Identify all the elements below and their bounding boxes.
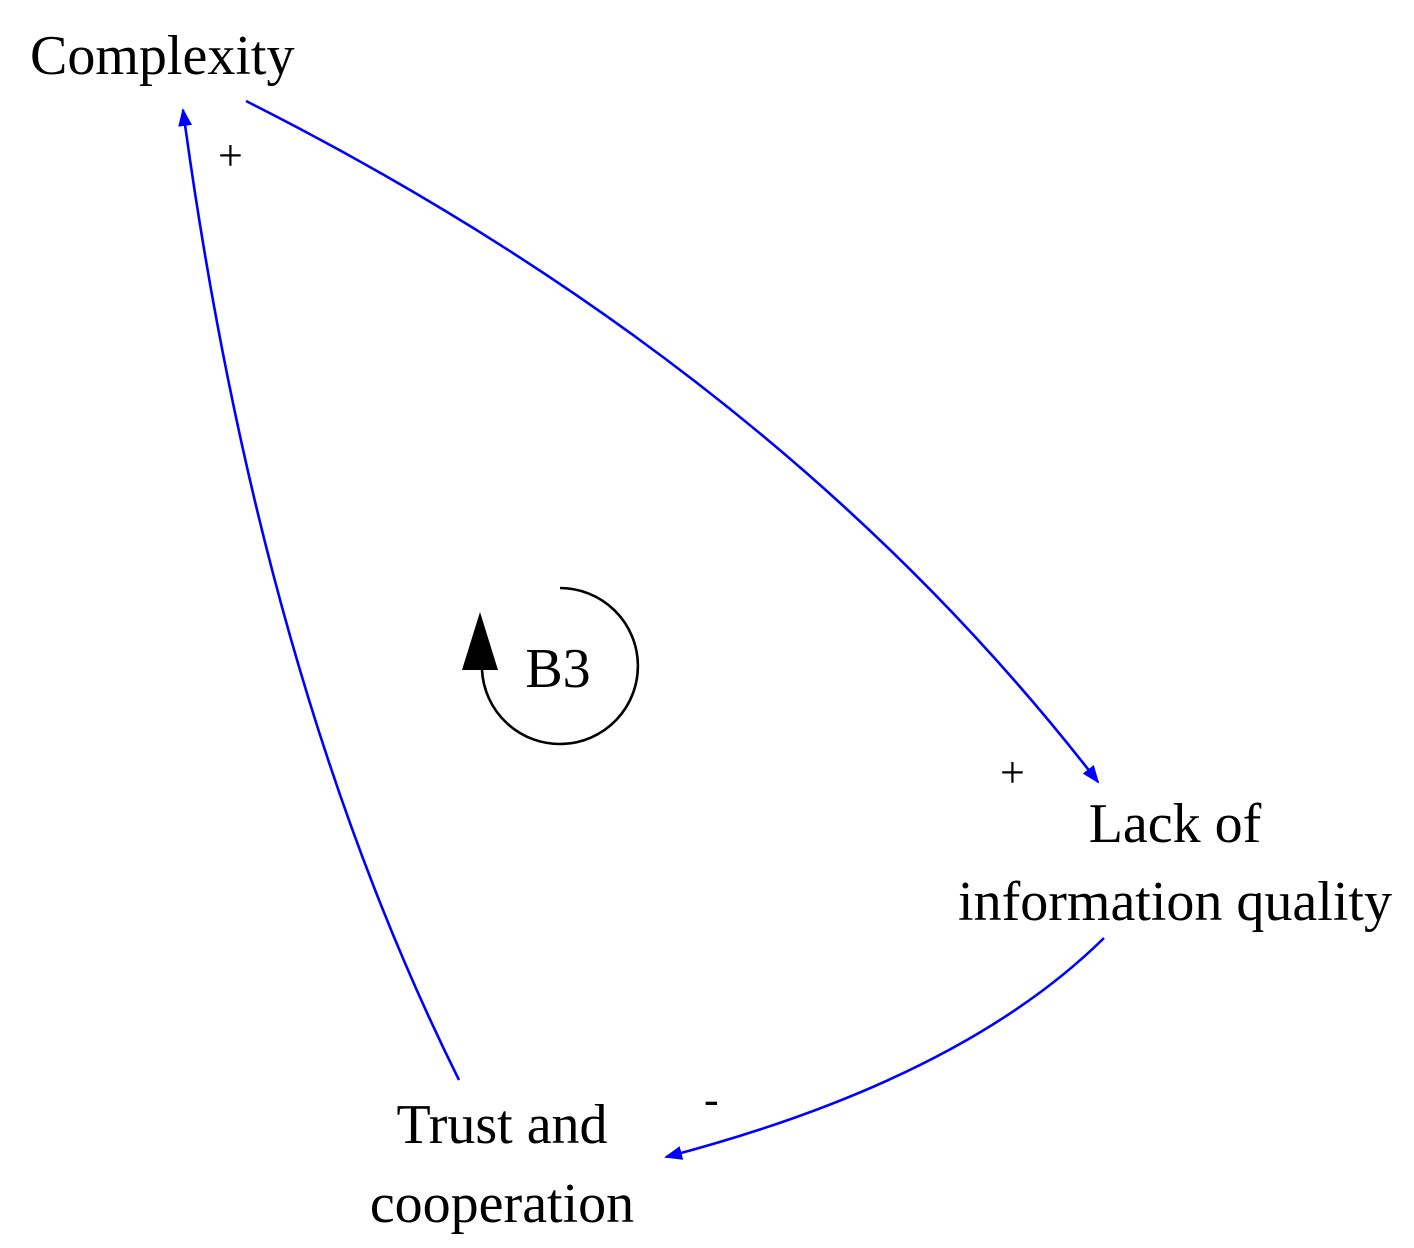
- node-trust-and-cooperation-line-1: Trust and: [396, 1094, 607, 1156]
- loop-label: B3: [525, 638, 590, 700]
- node-lack-of-information-quality-line-2: information quality: [958, 871, 1392, 933]
- link-lack-of-information-quality-to-trust-and-cooperation: [664, 937, 1105, 1160]
- node-complexity: Complexity: [30, 25, 294, 87]
- node-lack-of-information-quality-line-1: Lack of: [1089, 793, 1262, 855]
- node-trust-and-cooperation-line-2: cooperation: [370, 1173, 634, 1235]
- link-complexity-to-lack-of-information-quality: [245, 99, 1100, 784]
- link-complexity-to-lack-polarity: +: [1000, 748, 1025, 797]
- loop-arrowhead-icon: [462, 612, 498, 670]
- node-trust-and-cooperation: Trust and cooperation: [370, 1094, 634, 1235]
- link-lack-to-trust-polarity: -: [704, 1075, 719, 1124]
- loop-b3: B3: [462, 586, 640, 746]
- loop-arrow-icon: [480, 586, 640, 746]
- node-complexity-line-1: Complexity: [30, 25, 294, 87]
- link-trust-and-cooperation-to-complexity: [178, 108, 461, 1081]
- link-trust-to-complexity-polarity: +: [218, 131, 243, 180]
- node-lack-of-information-quality: Lack of information quality: [958, 793, 1392, 933]
